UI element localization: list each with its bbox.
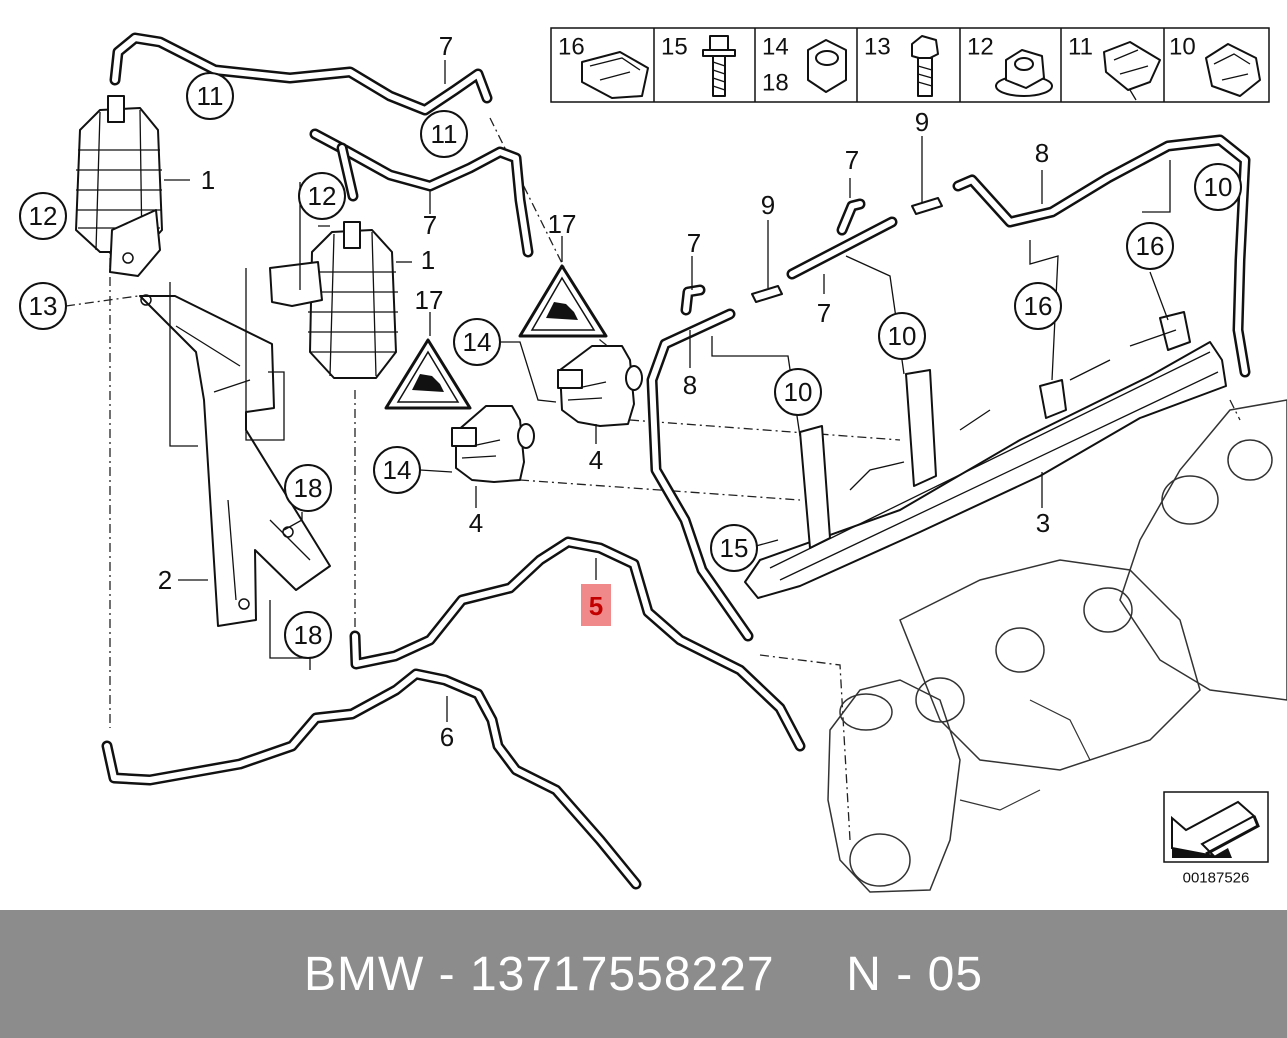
header-num-13: 13 [864,34,891,61]
hose-7-top-mid [309,128,534,258]
warning-label-17-right [518,264,608,338]
label-4-left: 4 [469,508,483,538]
svg-text:14: 14 [383,455,412,485]
label-9-lower: 9 [761,190,775,220]
callout-10-left: 10 [774,368,822,416]
label-7-right-left: 7 [687,228,701,258]
label-17-right: 17 [548,209,577,239]
callout-16-right: 16 [1126,222,1174,270]
label-17-left: 17 [415,285,444,315]
svg-text:11: 11 [197,81,224,111]
nut-14-thumb [807,39,847,93]
callout-13: 13 [19,282,67,330]
svg-text:10: 10 [1204,172,1233,202]
callout-12-mid: 12 [298,172,346,220]
hose-5 [349,536,806,752]
header-num-18: 18 [762,70,789,97]
hose-7-top-left [109,32,493,116]
bolt-13-thumb [911,35,939,97]
clip-10-thumb [1205,43,1261,97]
callout-15: 15 [710,524,758,572]
label-7-right-upper: 7 [845,145,859,175]
footer-page: N - 05 [846,947,984,1001]
footer-banner: BMW - 13717558227 N - 05 [0,910,1287,1038]
bolt-15-thumb [702,35,736,97]
label-8-left: 8 [683,370,697,400]
label-7-mid: 7 [423,210,437,240]
label-1-left: 1 [201,165,215,195]
parts-diagram: 16 15 14 18 13 12 11 10 [19,27,1287,893]
svg-text:16: 16 [1024,291,1053,321]
callout-16-mid: 16 [1014,282,1062,330]
callout-10-right: 10 [1194,163,1242,211]
solenoid-valve-right [557,345,643,427]
warning-label-17-left [384,338,472,410]
callout-12-left: 12 [19,192,67,240]
svg-text:10: 10 [784,377,813,407]
clip-16-thumb [581,51,649,99]
parts-header-table: 16 15 14 18 13 12 11 10 [550,27,1270,103]
svg-text:14: 14 [463,327,492,357]
svg-text:11: 11 [431,119,458,149]
callout-11-top-mid: 11 [420,110,468,158]
bracket-2 [139,294,331,627]
callout-14-upper: 14 [453,318,501,366]
footer-brand: BMW [303,947,425,1001]
callout-10-mid: 10 [878,312,926,360]
check-valve-9-upper [911,197,943,215]
vacuum-reservoir-mid [269,221,398,379]
svg-text:18: 18 [294,620,323,650]
label-3: 3 [1036,508,1050,538]
hose-8-long [646,308,754,642]
engine-manifold [827,399,1287,893]
header-num-15: 15 [661,34,688,61]
callout-18-lower: 18 [284,611,332,659]
svg-text:13: 13 [29,291,58,321]
callout-14-lower: 14 [373,446,421,494]
hose-7-short [680,198,898,316]
header-num-11: 11 [1068,34,1093,61]
footer-separator: - [424,947,470,1001]
svg-text:12: 12 [29,201,58,231]
label-8-right: 8 [1035,138,1049,168]
clip-11-thumb [1103,41,1161,101]
hose-8-right [952,134,1251,378]
label-7-right-lower: 7 [817,298,831,328]
label-2: 2 [158,565,172,595]
document-number: 00187526 [1183,870,1250,887]
footer-gap [775,947,847,1002]
callout-18-upper: 18 [284,464,332,512]
direction-arrow-icon [1163,791,1269,863]
callout-11-top-left: 11 [186,72,234,120]
highlight-label-5: 5 [581,584,611,626]
hose-6 [101,668,642,890]
vacuum-reservoir-left [75,95,163,277]
solenoid-valve-left [451,405,535,483]
svg-text:18: 18 [294,473,323,503]
label-4-right: 4 [589,445,603,475]
header-num-10: 10 [1169,34,1196,61]
label-6: 6 [440,722,454,752]
svg-text:5: 5 [589,591,603,621]
header-num-12: 12 [967,34,994,61]
svg-text:15: 15 [720,533,749,563]
check-valve-9-lower [751,285,783,303]
svg-text:12: 12 [308,181,337,211]
header-num-14: 14 [762,34,789,61]
label-7-top: 7 [439,31,453,61]
svg-text:10: 10 [888,321,917,351]
label-9-upper: 9 [915,107,929,137]
svg-text:16: 16 [1136,231,1165,261]
label-1-mid: 1 [421,245,435,275]
header-num-16: 16 [558,34,585,61]
engine-cover-rail-3 [744,311,1227,599]
flange-nut-12-thumb [995,49,1053,97]
footer-part-number: 13717558227 [469,947,775,1001]
